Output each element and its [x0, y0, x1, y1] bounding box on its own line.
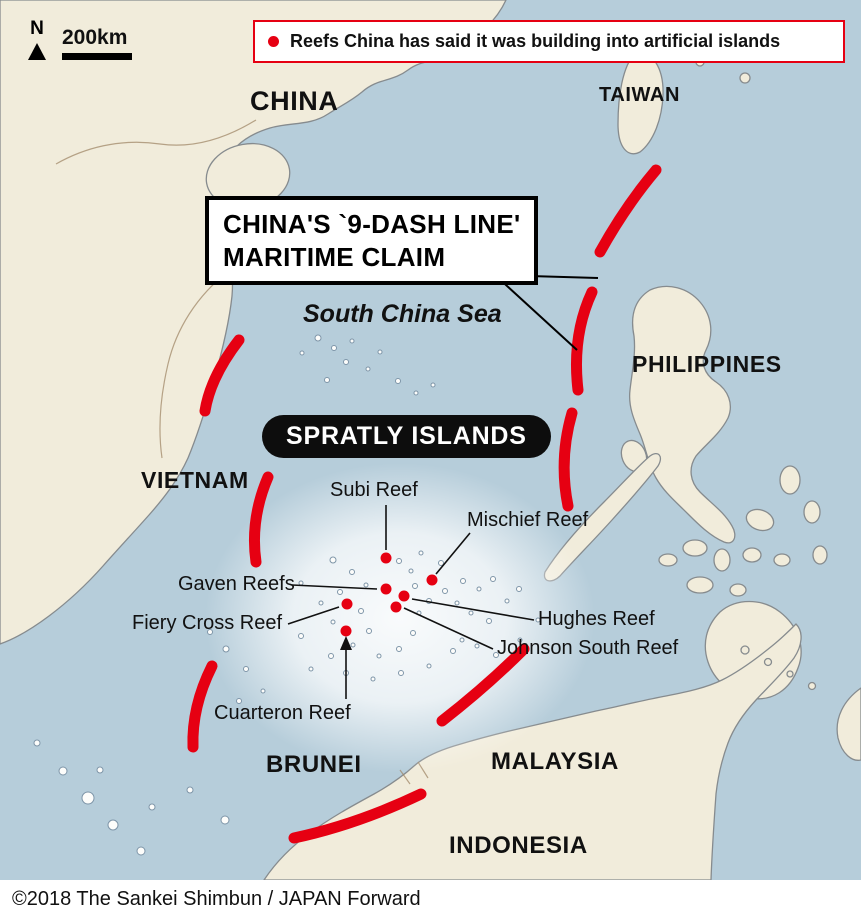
footer-bar: ©2018 The Sankei Shimbun / JAPAN Forward	[0, 880, 861, 918]
callout-line1: CHINA'S `9-DASH LINE'	[223, 209, 521, 239]
land-borneo	[263, 623, 802, 880]
legend-text: Reefs China has said it was building int…	[290, 31, 781, 51]
country-label-china: CHINA	[250, 86, 339, 116]
dash-segment	[594, 164, 662, 258]
country-label-philippines: PHILIPPINES	[632, 351, 782, 377]
north-arrow-icon	[28, 43, 46, 60]
leader-fiery	[287, 606, 340, 625]
country-label-taiwan: TAIWAN	[599, 84, 680, 106]
reef-label-subi-reef: Subi Reef	[330, 479, 418, 501]
dot-fiery-cross-reef	[341, 598, 353, 610]
dot-subi-reef	[380, 552, 392, 564]
dot-hughes-reef	[398, 590, 410, 602]
reef-label-fiery-cross-reef: Fiery Cross Reef	[132, 612, 283, 634]
landmasses	[0, 0, 861, 880]
leader-lines	[287, 505, 535, 699]
dot-mischief-reef	[426, 574, 438, 586]
reef-label-cuarteron-reef: Cuarteron Reef	[214, 702, 351, 724]
country-label-indonesia: INDONESIA	[449, 832, 588, 859]
dash-segment	[558, 407, 578, 512]
country-label-malaysia: MALAYSIA	[491, 748, 619, 775]
nine-dash-line-callout: CHINA'S `9-DASH LINE' MARITIME CLAIM	[205, 196, 539, 285]
map-canvas	[0, 0, 861, 880]
callout-line2: MARITIME CLAIM	[223, 241, 446, 272]
dot-johnson-south-reef	[390, 601, 402, 613]
reef-label-johnson-south-reef: Johnson South Reef	[497, 637, 679, 659]
land-taiwan	[617, 51, 664, 155]
land-luzon	[628, 285, 736, 544]
country-label-vietnam: VIETNAM	[141, 467, 249, 493]
dot-gaven-reefs	[380, 583, 392, 595]
spratly-islands-pill: SPRATLY ISLANDS	[262, 415, 551, 458]
leader-johnson	[403, 607, 494, 650]
nine-dash-line	[187, 164, 662, 844]
scale-bar	[62, 53, 132, 60]
compass: N	[24, 18, 50, 60]
dash-segment	[436, 643, 530, 727]
cuarteron-arrowhead	[340, 636, 352, 650]
reef-dots	[340, 552, 438, 637]
dash-segment	[199, 334, 245, 417]
reef-label-mischief-reef: Mischief Reef	[467, 509, 589, 531]
credit-text: ©2018 The Sankei Shimbun / JAPAN Forward	[12, 887, 421, 910]
reef-label-gaven-reefs: Gaven Reefs	[178, 573, 295, 595]
compass-n-label: N	[30, 18, 44, 39]
country-label-brunei: BRUNEI	[266, 751, 362, 778]
reef-label-hughes-reef: Hughes Reef	[538, 608, 655, 630]
leader-gaven	[291, 584, 378, 590]
dot-cuarteron-reef	[340, 625, 352, 637]
dash-segment	[288, 788, 427, 844]
spratly-glow	[205, 463, 595, 773]
leader-hughes	[411, 598, 535, 621]
legend: Reefs China has said it was building int…	[253, 20, 845, 63]
sea-label: South China Sea	[303, 300, 502, 328]
dash-segment	[571, 286, 598, 396]
dash-segment	[187, 660, 218, 753]
leader-mischief	[435, 532, 471, 575]
reef-dot-icon	[268, 36, 279, 47]
scale-label: 200km	[62, 26, 128, 49]
dash-segment	[249, 471, 274, 568]
